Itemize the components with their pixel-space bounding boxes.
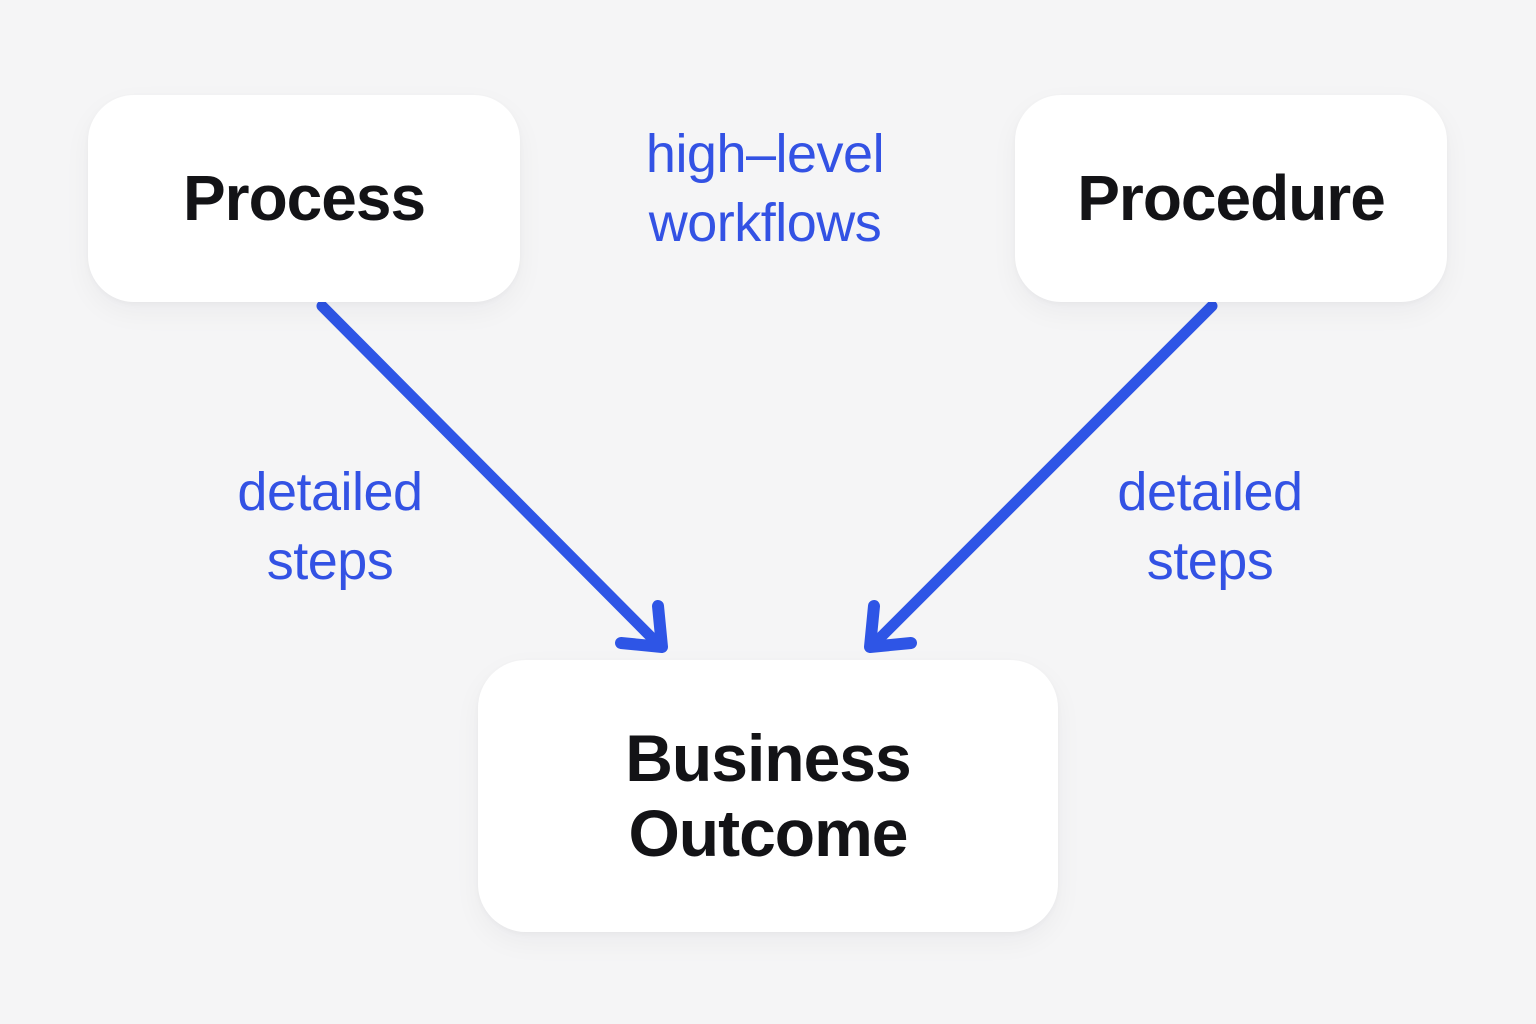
arrow-procedure-to-outcome-icon [864, 300, 1218, 653]
annotation-detailed-steps-right: detailed steps [1117, 462, 1303, 591]
annotation-high-level-workflows: high–level workflows [645, 124, 885, 253]
node-business-outcome: Business Outcome [478, 660, 1058, 932]
node-process-label: Process [182, 162, 426, 235]
node-procedure: Procedure [1015, 95, 1447, 302]
node-business-outcome-label: Business Outcome [625, 721, 911, 870]
annotation-detailed-steps-left: detailed steps [237, 462, 423, 591]
arrowhead-down-right-icon [615, 600, 668, 653]
node-process: Process [88, 95, 520, 302]
arrow-process-to-outcome-icon [316, 300, 668, 653]
node-procedure-label: Procedure [1077, 162, 1386, 235]
arrowhead-down-left-icon [864, 600, 917, 653]
